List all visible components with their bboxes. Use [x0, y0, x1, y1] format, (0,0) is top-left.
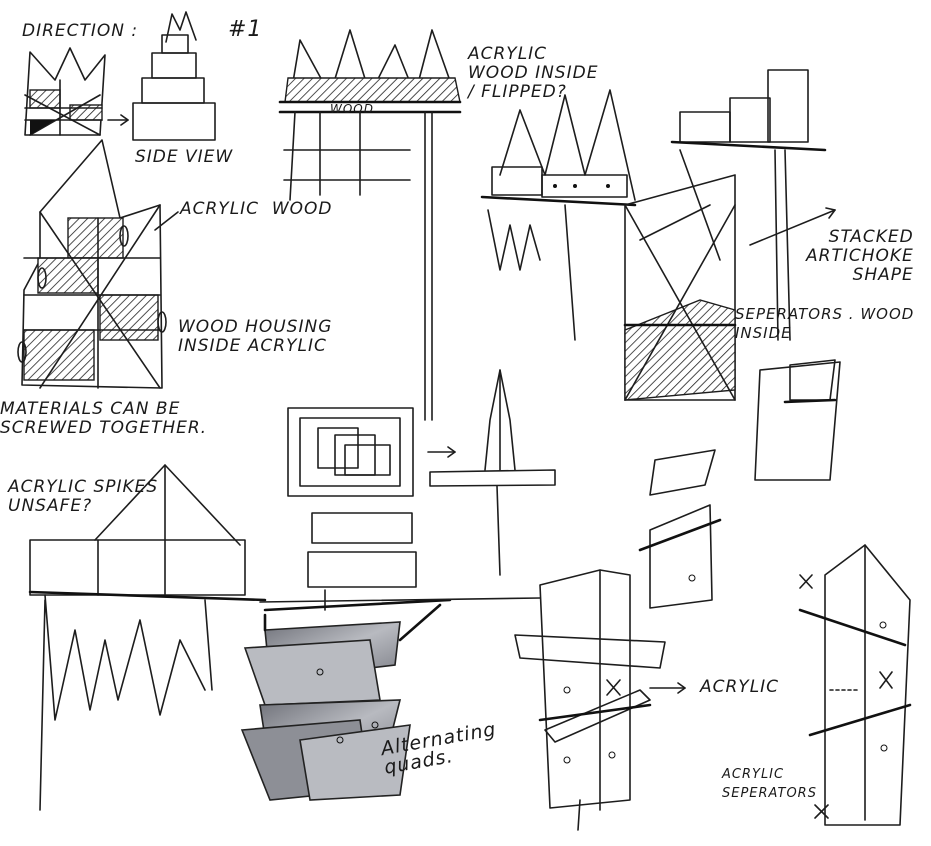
artichoke-shelf-sketch	[625, 70, 835, 400]
stacked-slabs-sketch	[308, 513, 416, 610]
side-view-stack	[133, 12, 215, 140]
label-wood-housing: WOOD HOUSING INSIDE ACRYLIC	[178, 318, 332, 356]
separator-box-sketch	[755, 360, 840, 480]
ground-line	[260, 598, 540, 602]
label-direction: DIRECTION :	[22, 22, 138, 41]
housing-sketch	[18, 140, 166, 388]
flame-shelf-sketch	[430, 370, 555, 575]
shelf-spikes-sketch	[280, 30, 460, 420]
label-acrylic-wood: ACRYLIC WOOD	[180, 200, 333, 219]
label-stacked-artichoke: STACKED ARTICHOKE SHAPE	[806, 228, 914, 285]
label-seperators: SEPERATORS . WOOD INSIDE	[735, 305, 914, 343]
label-wood-shelf: WOOD	[330, 100, 374, 119]
crown-icon-sketch	[25, 48, 105, 135]
label-side-view: SIDE VIEW	[135, 148, 233, 167]
label-materials: MATERIALS CAN BE SCREWED TOGETHER.	[0, 400, 207, 438]
triangle-shelf-sketch	[482, 90, 635, 340]
acrylic-tower-sketch	[515, 570, 685, 830]
label-acrylic-wood-inside: ACRYLIC WOOD INSIDE / FLIPPED?	[468, 45, 598, 102]
label-acrylic-seperators: ACRYLIC SEPERATORS	[722, 765, 817, 803]
label-number: #1	[228, 20, 262, 39]
arrow-side-view	[108, 115, 128, 125]
acrylic-arrow-line	[155, 212, 178, 230]
label-acrylic-arrow: ACRYLIC	[700, 678, 779, 697]
tilted-panels-sketch	[640, 450, 720, 608]
spikes-sketch	[30, 465, 265, 810]
label-acrylic-spikes: ACRYLIC SPIKES UNSAFE?	[8, 478, 158, 516]
